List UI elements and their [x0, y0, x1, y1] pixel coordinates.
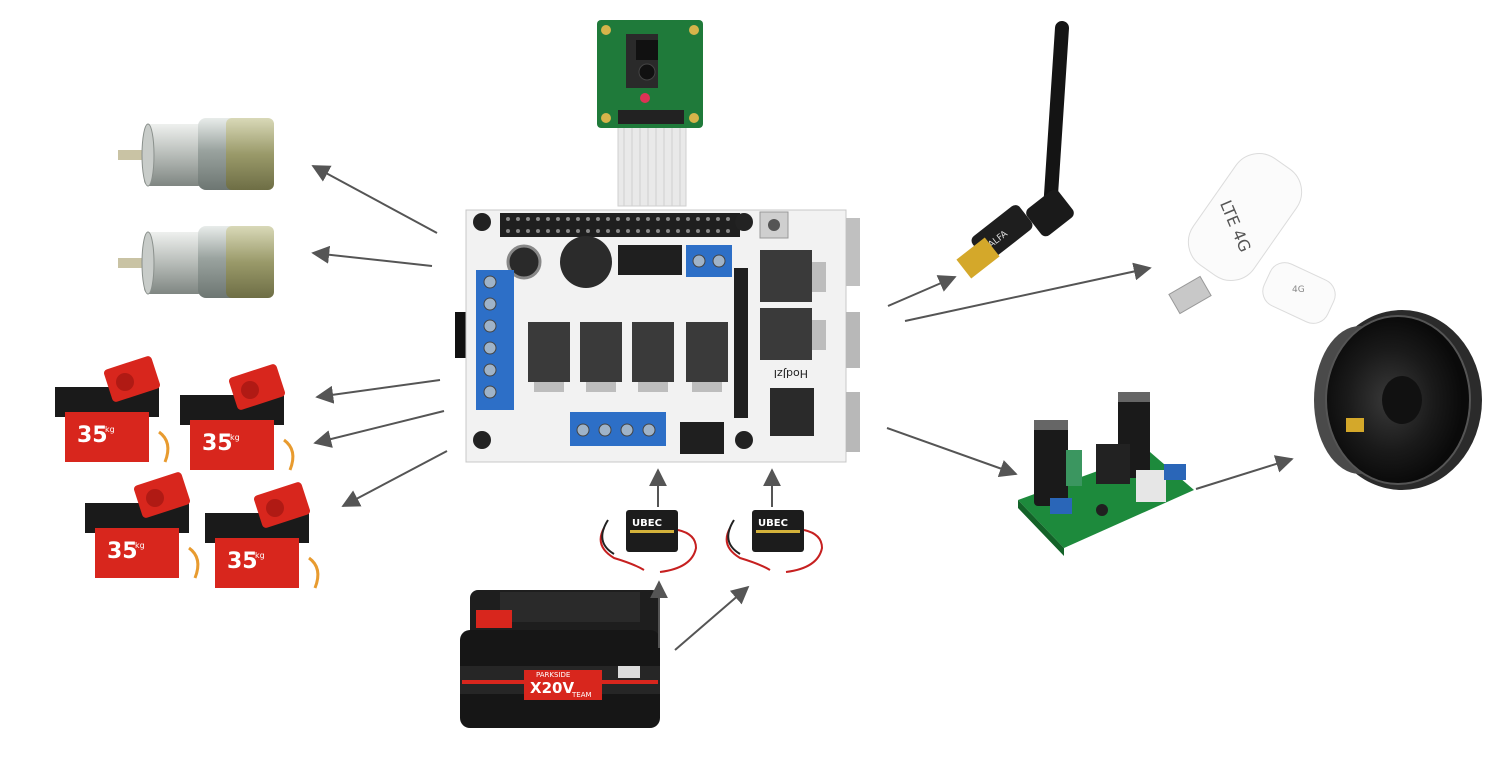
servo-motor-1: 35 kg: [55, 356, 170, 463]
servo-torque-label: 35: [202, 431, 233, 456]
servo-torque-unit: kg: [135, 541, 145, 550]
battery-logo: X20V: [530, 679, 574, 697]
dc-gear-motor-top: [118, 118, 274, 190]
ubec-left: UBEC: [599, 510, 698, 573]
arrow-to-servo-1: [315, 379, 441, 404]
arrow-amp-to-speaker: [1195, 455, 1294, 490]
servo-torque-unit: kg: [230, 433, 240, 442]
arrow-to-lte: [904, 262, 1152, 322]
servo-motor-2: 35 kg: [180, 364, 295, 471]
servo-motor-4: 35 kg: [205, 482, 320, 589]
arrow-to-servo-3: [341, 450, 448, 507]
arrow-to-motor-top: [311, 165, 438, 234]
loudspeaker: [1314, 310, 1482, 490]
connection-arrows: [311, 165, 1294, 651]
servo-torque-label: 35: [227, 549, 258, 574]
camera-module: [597, 20, 703, 207]
ubec-label: UBEC: [758, 518, 788, 529]
dc-gear-motor-bottom: [118, 226, 274, 298]
battery-brand: PARKSIDE: [536, 671, 570, 679]
lte-cap-text: 4G: [1292, 285, 1305, 295]
board-silk-text: HodJzI: [774, 367, 808, 380]
wifi-usb-adapter: ALFA: [956, 21, 1074, 279]
ubec-right: UBEC: [725, 510, 824, 573]
servo-torque-label: 35: [107, 539, 138, 564]
ubec-label: UBEC: [632, 518, 662, 529]
servo-torque-unit: kg: [105, 425, 115, 434]
battery-team: TEAM: [571, 691, 592, 699]
arrow-to-amplifier: [886, 427, 1018, 478]
arrow-battery-to-ubec-right: [674, 585, 750, 651]
servo-motor-3: 35 kg: [85, 472, 200, 579]
arrow-to-motor-bottom: [311, 245, 433, 267]
raspberry-pi-hat-board: HodJzI: [455, 209, 860, 463]
servo-torque-unit: kg: [255, 551, 265, 560]
lte-usb-modem: LTE 4G 4G: [1168, 153, 1336, 324]
audio-amplifier-board: [1018, 392, 1194, 556]
arrow-to-servo-2: [313, 410, 445, 448]
arrow-to-wifi: [887, 275, 957, 307]
servo-torque-label: 35: [77, 423, 108, 448]
parkside-battery: PARKSIDE X20V TEAM: [460, 590, 660, 728]
